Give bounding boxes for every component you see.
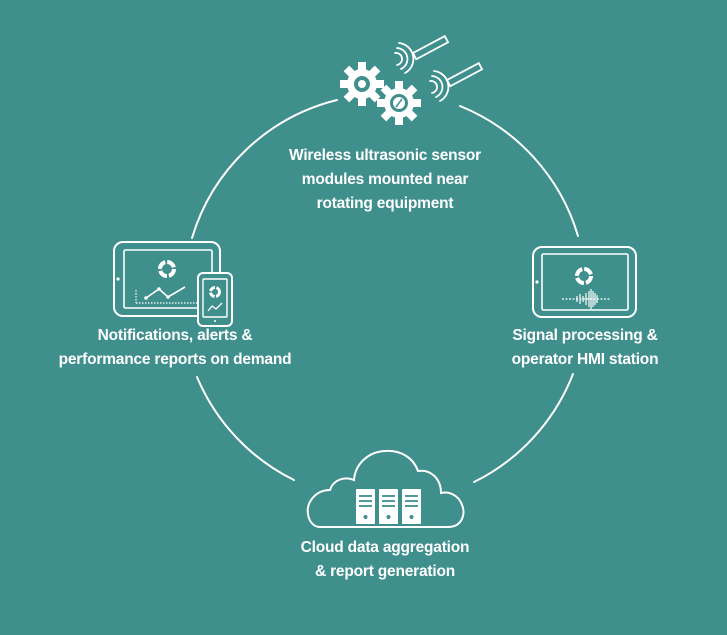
label-line: operator HMI station (511, 351, 659, 368)
arc-sensors-to-reports (191, 99, 338, 239)
label-line: Notifications, alerts & (97, 327, 253, 344)
tablet-icon (532, 246, 637, 318)
arc-hmi-to-cloud (473, 373, 574, 483)
node-label-reports: Notifications, alerts & performance repo… (30, 324, 320, 372)
label-line: rotating equipment (316, 195, 454, 212)
label-line: modules mounted near (301, 171, 469, 188)
node-label-cloud: Cloud data aggregation & report generati… (260, 536, 510, 584)
arc-reports-to-cloud (196, 376, 295, 481)
waveform-icon (562, 289, 610, 309)
cloud-icon (306, 449, 465, 528)
node-label-sensors: Wireless ultrasonic sensor modules mount… (250, 144, 520, 216)
label-line: Signal processing & (512, 327, 658, 344)
label-line: Wireless ultrasonic sensor (289, 147, 481, 164)
gear-icon (377, 81, 421, 125)
phone-icon (197, 272, 233, 327)
sensor-module-icon (411, 34, 450, 61)
gear-icon (340, 62, 384, 106)
gears-wireless-sensor-icon (340, 34, 484, 125)
wireless-signal-icon (394, 42, 415, 74)
tablet-waveform-icon (532, 246, 637, 318)
arc-sensors-to-hmi (459, 105, 579, 237)
tablet-phone-chart-icon (113, 241, 233, 327)
label-line: Cloud data aggregation (300, 539, 470, 556)
wireless-signal-icon (429, 70, 450, 102)
label-line: performance reports on demand (58, 351, 292, 368)
cloud-servers-icon (306, 449, 465, 528)
sensor-module-icon (445, 61, 484, 88)
node-label-hmi: Signal processing & operator HMI station (470, 324, 700, 372)
label-line: & report generation (314, 563, 456, 580)
